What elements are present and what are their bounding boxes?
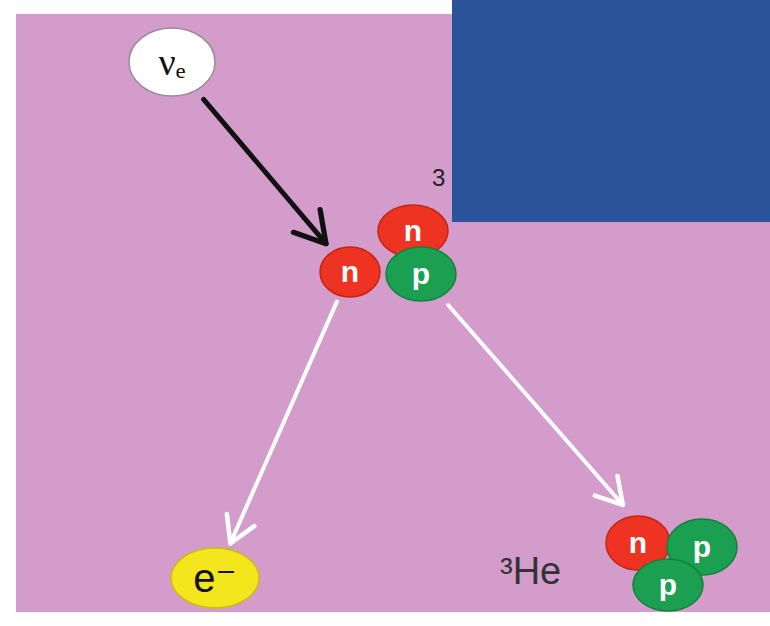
neutron-particle: n — [319, 246, 381, 298]
blob-fill — [386, 247, 456, 301]
proton-particle: p — [632, 558, 704, 612]
particle-symbol: p — [659, 570, 677, 600]
reaction-arrow — [204, 99, 326, 243]
reaction-arrow — [230, 302, 337, 544]
particle-symbol: νₑ — [159, 43, 186, 81]
reaction-arrow — [448, 305, 623, 505]
helium-nucleus: npp³He — [600, 508, 742, 612]
particle-symbol: e⁻ — [193, 558, 236, 598]
blob-fill — [320, 247, 380, 297]
cover-box — [452, 0, 770, 222]
blob-fill — [129, 28, 215, 96]
nucleus-label: 3 — [432, 166, 445, 190]
particle-symbol: p — [412, 259, 430, 289]
nucleus-label: ³He — [500, 552, 561, 590]
proton-particle: p — [385, 246, 457, 302]
particle-symbol: n — [404, 216, 422, 246]
neutrino-blob: νₑ — [128, 27, 216, 97]
electron-blob: e⁻ — [170, 547, 260, 609]
particle-symbol: n — [629, 528, 647, 558]
blob-fill — [171, 548, 259, 608]
blob-fill — [633, 559, 703, 611]
particle-symbol: n — [341, 257, 359, 287]
particle-symbol: p — [693, 532, 711, 562]
